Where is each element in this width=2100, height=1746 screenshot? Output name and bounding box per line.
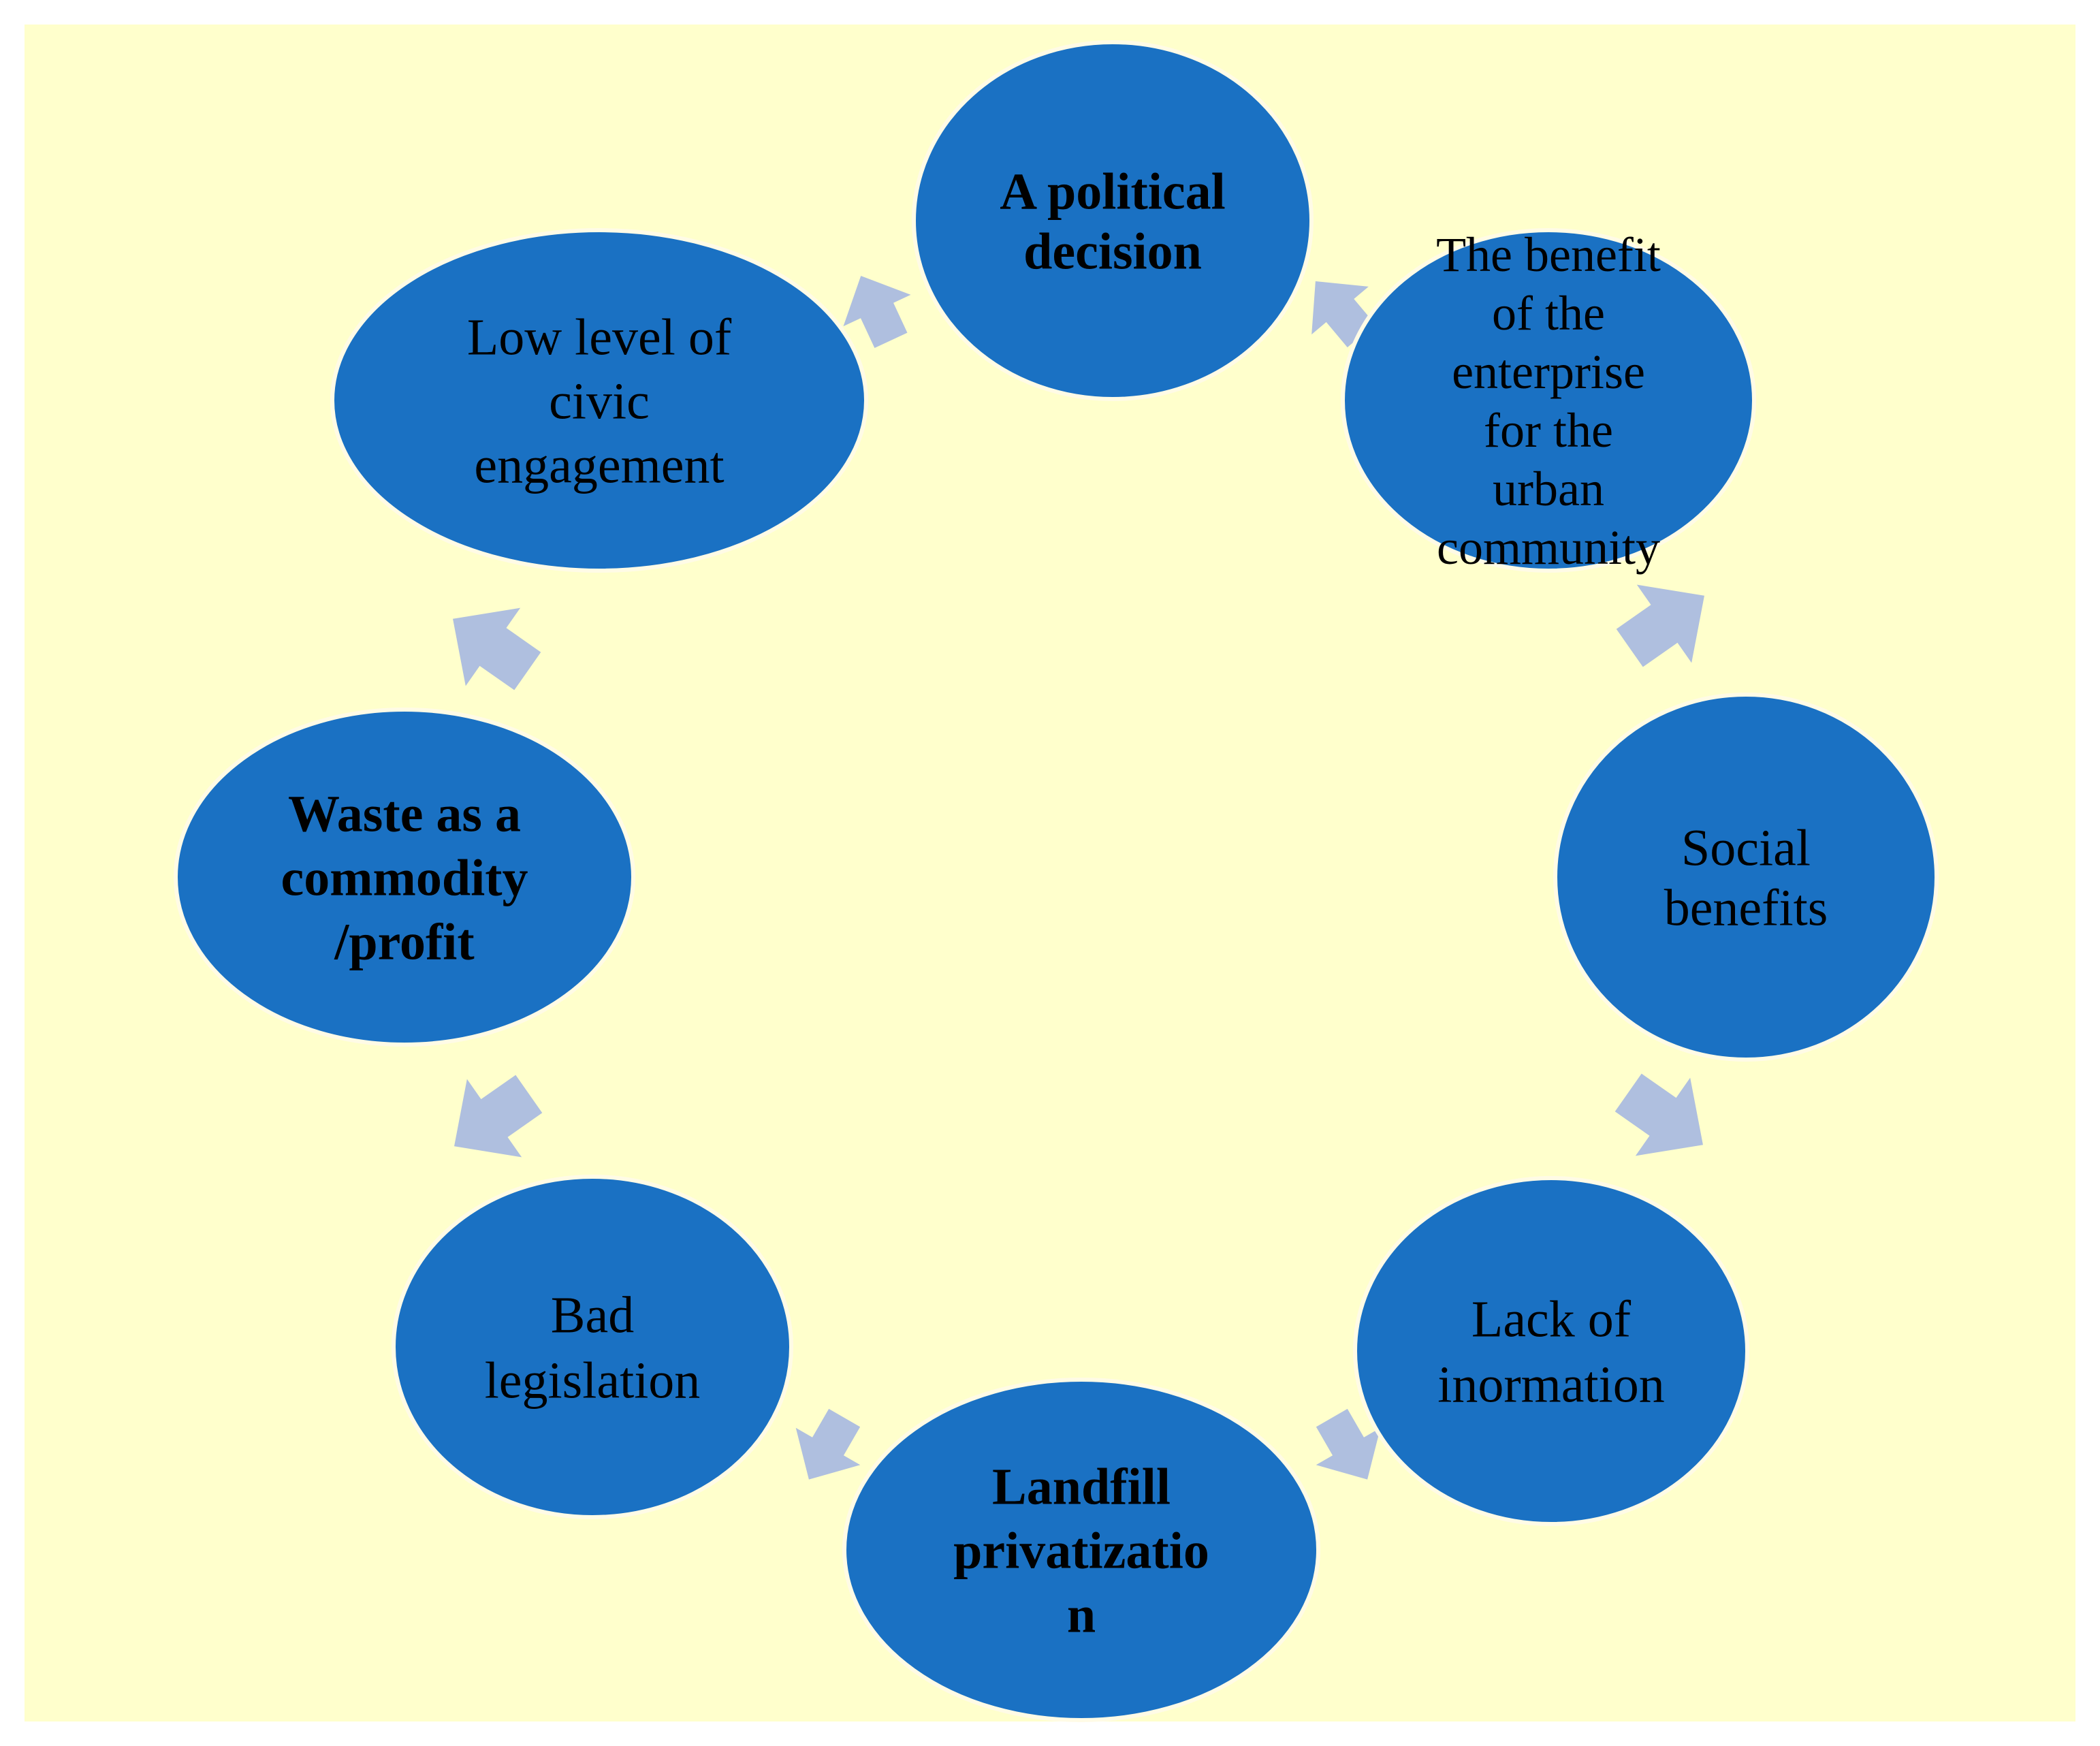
node-label-line: Bad <box>551 1287 634 1344</box>
node-label-line: for the <box>1484 403 1613 458</box>
block-arrow-icon <box>453 607 541 691</box>
node-label-line: decision <box>1023 223 1202 281</box>
node-label-line: community <box>1437 520 1660 575</box>
node-lack-of-information: Lack of inormation <box>1353 1176 1749 1526</box>
node-waste-commodity: Waste as a commodity/profit <box>174 708 635 1047</box>
node-label-line: n <box>1067 1587 1096 1644</box>
block-arrow-icon <box>1614 1073 1703 1156</box>
node-label-line: The benefit <box>1436 227 1661 282</box>
node-label-line: enterprise <box>1452 345 1645 399</box>
node-ellipse <box>912 40 1314 401</box>
node-label-line: commodity <box>281 850 528 907</box>
node-label-line: Social <box>1681 820 1811 877</box>
node-label-line: civic <box>549 373 650 430</box>
node-ellipse <box>1353 1176 1749 1526</box>
node-label-line: Lack of <box>1471 1291 1632 1348</box>
block-arrow-icon <box>843 276 911 349</box>
node-label-line: legislation <box>485 1352 701 1410</box>
node-ellipse <box>1553 693 1939 1062</box>
block-arrow-icon <box>795 1408 861 1480</box>
node-label-line: urban <box>1493 462 1604 516</box>
node-label-line: benefits <box>1664 880 1828 937</box>
node-label-line: A political <box>1000 163 1225 221</box>
block-arrow-icon <box>1316 1408 1381 1480</box>
node-bad-legislation: Bad legislation <box>392 1175 793 1519</box>
node-ellipse <box>392 1175 793 1519</box>
node-label-line: inormation <box>1437 1356 1665 1414</box>
node-label-line: Low level of <box>467 309 732 366</box>
node-label-line: Landfill <box>992 1459 1171 1516</box>
node-label-line: engagement <box>474 437 724 494</box>
node-ellipse <box>842 1378 1320 1722</box>
node-label-line: of the <box>1492 286 1605 340</box>
node-ellipse <box>330 228 868 573</box>
node-label-line: privatizatio <box>953 1523 1209 1580</box>
node-label-line: Waste as a <box>288 786 521 843</box>
node-ellipse <box>1341 228 1756 573</box>
block-arrow-icon <box>454 1075 543 1158</box>
cycle-arrows <box>453 276 1704 1480</box>
block-arrow-icon <box>1616 584 1704 667</box>
node-low-civic-engagement: Low level of civic engagement <box>330 228 868 573</box>
node-landfill-privatization: Landfill privatizatio n <box>842 1378 1320 1722</box>
node-label-line: /profit <box>334 914 474 971</box>
node-ellipse <box>174 708 635 1047</box>
